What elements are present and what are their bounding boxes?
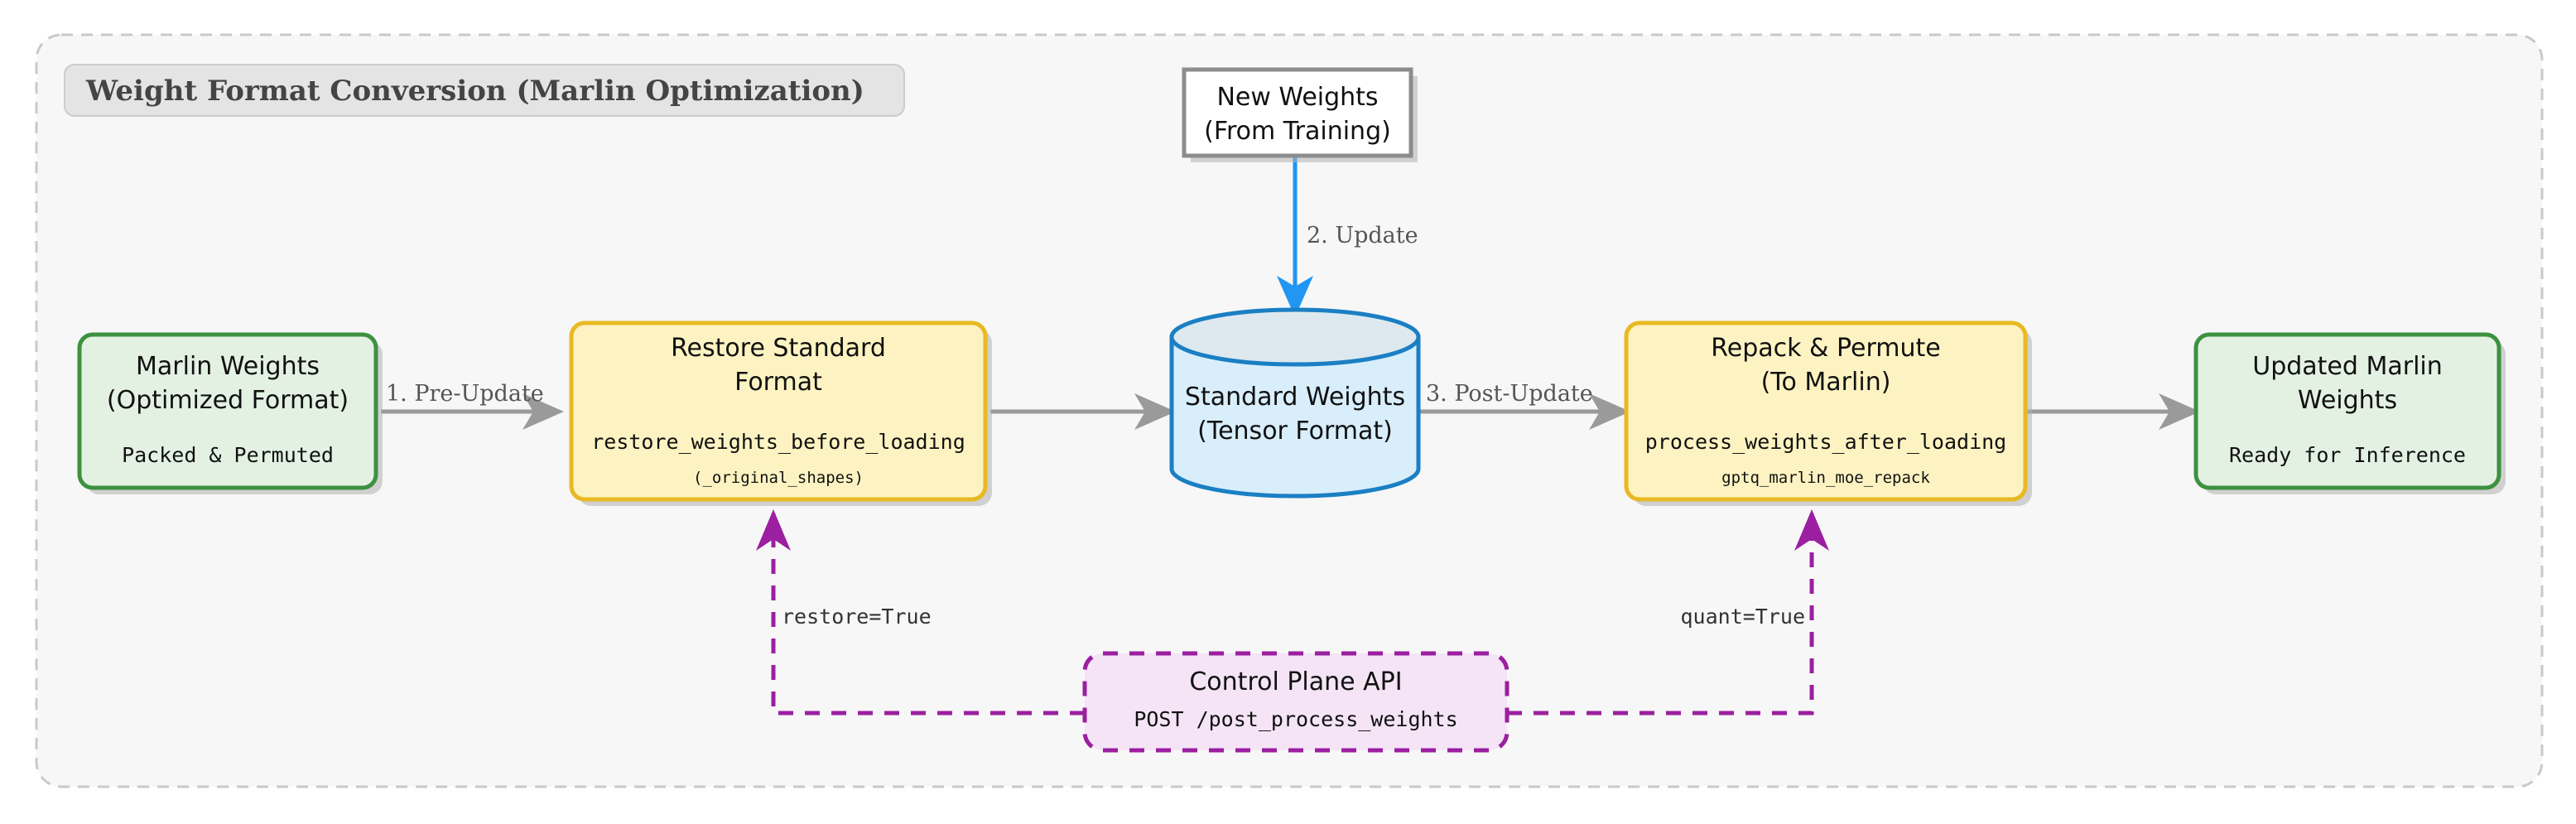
node-repack-permute-line1: Repack & Permute bbox=[1711, 334, 1940, 363]
node-marlin-weights-line2: (Optimized Format) bbox=[107, 386, 349, 415]
node-restore-standard-format-box bbox=[569, 320, 988, 502]
edge-pre-update-label: 1. Pre-Update bbox=[386, 381, 544, 407]
node-updated-marlin-weights-line2: Weights bbox=[2298, 386, 2397, 415]
edge-restore-flag-label: restore=True bbox=[782, 605, 932, 629]
edge-quant-flag-line bbox=[1507, 509, 1829, 716]
node-standard-weights-line2: (Tensor Format) bbox=[1197, 417, 1393, 446]
node-updated-marlin-weights-box bbox=[2193, 332, 2501, 490]
node-updated-marlin-weights-mono: Ready for Inference bbox=[2229, 443, 2466, 467]
node-standard-weights-top bbox=[1169, 307, 1421, 367]
node-repack-permute-box bbox=[1624, 320, 2028, 502]
edge-post-update: 3. Post-Update bbox=[1418, 381, 1630, 430]
node-control-plane-api[interactable]: Control Plane API POST /post_process_wei… bbox=[1082, 651, 1509, 753]
edge-quant-flag-label: quant=True bbox=[1680, 605, 1805, 629]
node-marlin-weights[interactable]: Marlin Weights (Optimized Format) Packed… bbox=[77, 332, 383, 494]
node-marlin-weights-box bbox=[77, 332, 378, 490]
node-repack-permute-mono: process_weights_after_loading bbox=[1645, 430, 2007, 454]
node-restore-standard-format-line2: Format bbox=[734, 368, 822, 397]
edge-update-label: 2. Update bbox=[1307, 223, 1418, 248]
edge-update: 2. Update bbox=[1277, 156, 1418, 317]
edge-pre-update: 1. Pre-Update bbox=[381, 381, 564, 430]
node-standard-weights-body bbox=[1169, 335, 1421, 499]
node-repack-permute-line2: (To Marlin) bbox=[1761, 368, 1891, 397]
node-marlin-weights-mono: Packed & Permuted bbox=[122, 443, 334, 467]
node-restore-standard-format[interactable]: Restore Standard Format restore_weights_… bbox=[569, 320, 992, 506]
node-new-weights-box bbox=[1182, 67, 1413, 158]
edge-post-update-label: 3. Post-Update bbox=[1426, 381, 1593, 407]
node-new-weights-line1: New Weights bbox=[1216, 83, 1378, 112]
group-title-label: Weight Format Conversion (Marlin Optimiz… bbox=[85, 75, 864, 108]
node-control-plane-api-box bbox=[1082, 651, 1509, 753]
node-updated-marlin-weights[interactable]: Updated Marlin Weights Ready for Inferen… bbox=[2193, 332, 2506, 494]
node-marlin-weights-line1: Marlin Weights bbox=[136, 352, 320, 381]
node-standard-weights-line1: Standard Weights bbox=[1185, 383, 1405, 412]
node-standard-weights[interactable]: Standard Weights (Tensor Format) bbox=[1169, 307, 1421, 499]
node-control-plane-api-line1: Control Plane API bbox=[1189, 667, 1402, 696]
node-restore-standard-format-mono-small: (_original_shapes) bbox=[693, 469, 864, 487]
node-restore-standard-format-line1: Restore Standard bbox=[671, 334, 886, 363]
node-new-weights[interactable]: New Weights (From Training) bbox=[1182, 67, 1418, 162]
node-control-plane-api-mono: POST /post_process_weights bbox=[1134, 707, 1457, 731]
node-updated-marlin-weights-line1: Updated Marlin bbox=[2252, 352, 2443, 381]
node-new-weights-line2: (From Training) bbox=[1204, 117, 1391, 146]
node-restore-standard-format-mono: restore_weights_before_loading bbox=[591, 430, 965, 454]
node-repack-permute[interactable]: Repack & Permute (To Marlin) process_wei… bbox=[1624, 320, 2032, 506]
group-title: Weight Format Conversion (Marlin Optimiz… bbox=[64, 64, 905, 117]
edge-restore-flag: restore=True bbox=[756, 509, 1085, 716]
node-repack-permute-mono-small: gptq_marlin_moe_repack bbox=[1721, 469, 1930, 487]
group-title-chip bbox=[64, 64, 905, 117]
edge-quant-flag: quant=True bbox=[1507, 509, 1829, 716]
